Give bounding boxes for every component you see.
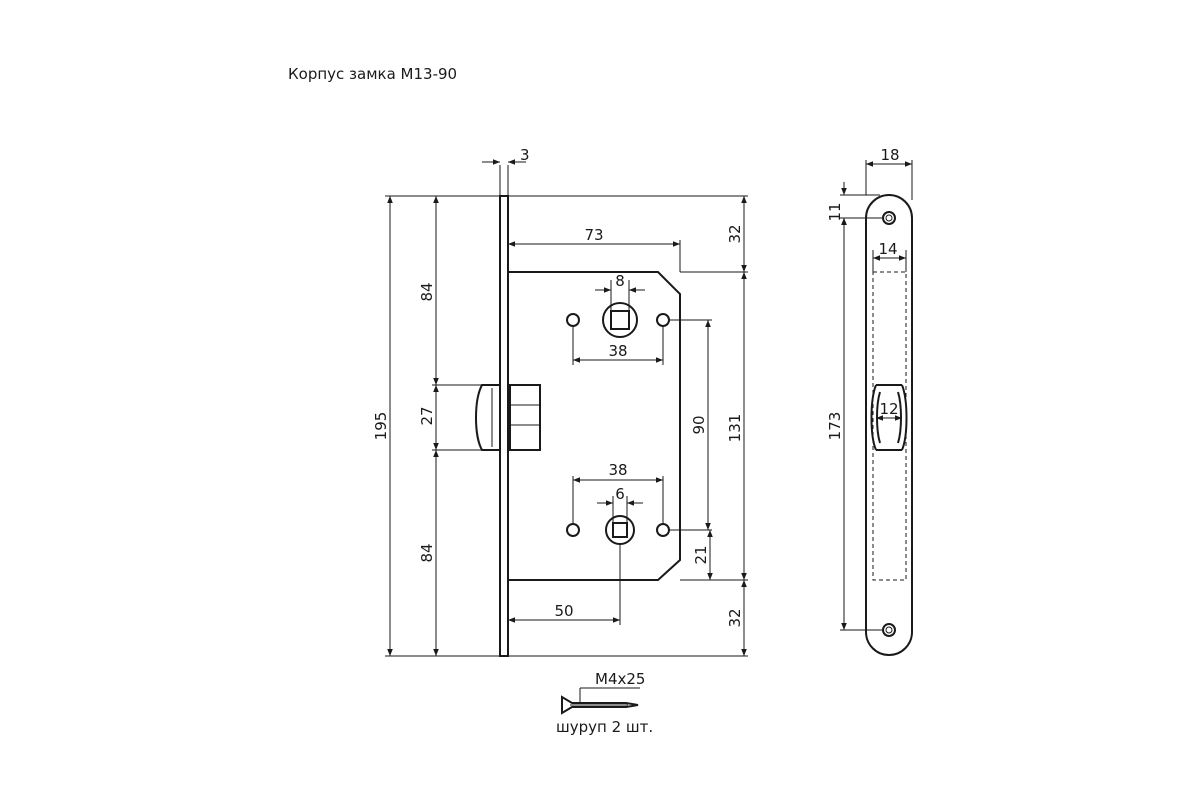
lock-body [508, 271, 681, 581]
dim-upper-offset: 84 [418, 282, 436, 301]
dim-faceplate-width: 18 [880, 146, 899, 164]
faceplate-latch-opening [870, 384, 908, 451]
dim-top-margin: 32 [726, 224, 744, 243]
dim-backset-top: 73 [584, 226, 603, 244]
dim-plate-thickness: 3 [520, 146, 530, 164]
faceplate-side-view: 18 11 14 173 12 [826, 146, 913, 656]
faceplate-slot [872, 271, 907, 581]
dim-upper-hole-spacing: 38 [608, 342, 627, 360]
upper-left-screw-hole [566, 313, 580, 327]
lower-spindle-hole [605, 515, 635, 545]
dim-lower-square: 6 [615, 485, 625, 503]
dim-faceplate-top-hole: 11 [826, 202, 844, 221]
dim-body-height: 131 [726, 414, 744, 443]
lower-right-screw-hole [656, 523, 670, 537]
dim-center-distance: 90 [690, 415, 708, 434]
dim-lower-hole-spacing: 38 [608, 461, 627, 479]
lower-left-screw-hole [566, 523, 580, 537]
lock-front-view: 3 195 84 27 84 32 131 32 90 21 73 50 8 3… [372, 146, 748, 657]
faceplate-bottom-hole [882, 623, 896, 637]
upper-right-screw-hole [656, 313, 670, 327]
screw-icon [561, 695, 639, 715]
dim-faceplate-slot-width: 14 [878, 240, 897, 258]
dim-backset-bottom: 50 [554, 602, 573, 620]
upper-spindle-hole [602, 302, 638, 338]
faceplate-top-hole [882, 211, 896, 225]
faceplate-outline [865, 194, 913, 656]
screw-caption: шуруп 2 шт. [556, 718, 653, 736]
drawing-title: Корпус замка М13-90 [288, 65, 457, 83]
faceplate-profile [499, 195, 509, 657]
latch-bolt [475, 384, 541, 451]
screw-callout: М4x25 шуруп 2 шт. [556, 670, 653, 736]
dim-bottom-margin: 32 [726, 608, 744, 627]
screw-size: М4x25 [595, 670, 645, 688]
dim-latch-height: 27 [418, 406, 436, 425]
dim-latch-width: 12 [879, 400, 898, 418]
dim-spindle-square: 8 [615, 272, 625, 290]
dim-lower-offset: 84 [418, 543, 436, 562]
dim-faceplate-length: 173 [826, 412, 844, 441]
dim-lower-offset-21: 21 [692, 545, 710, 564]
dim-total-height: 195 [372, 412, 390, 441]
